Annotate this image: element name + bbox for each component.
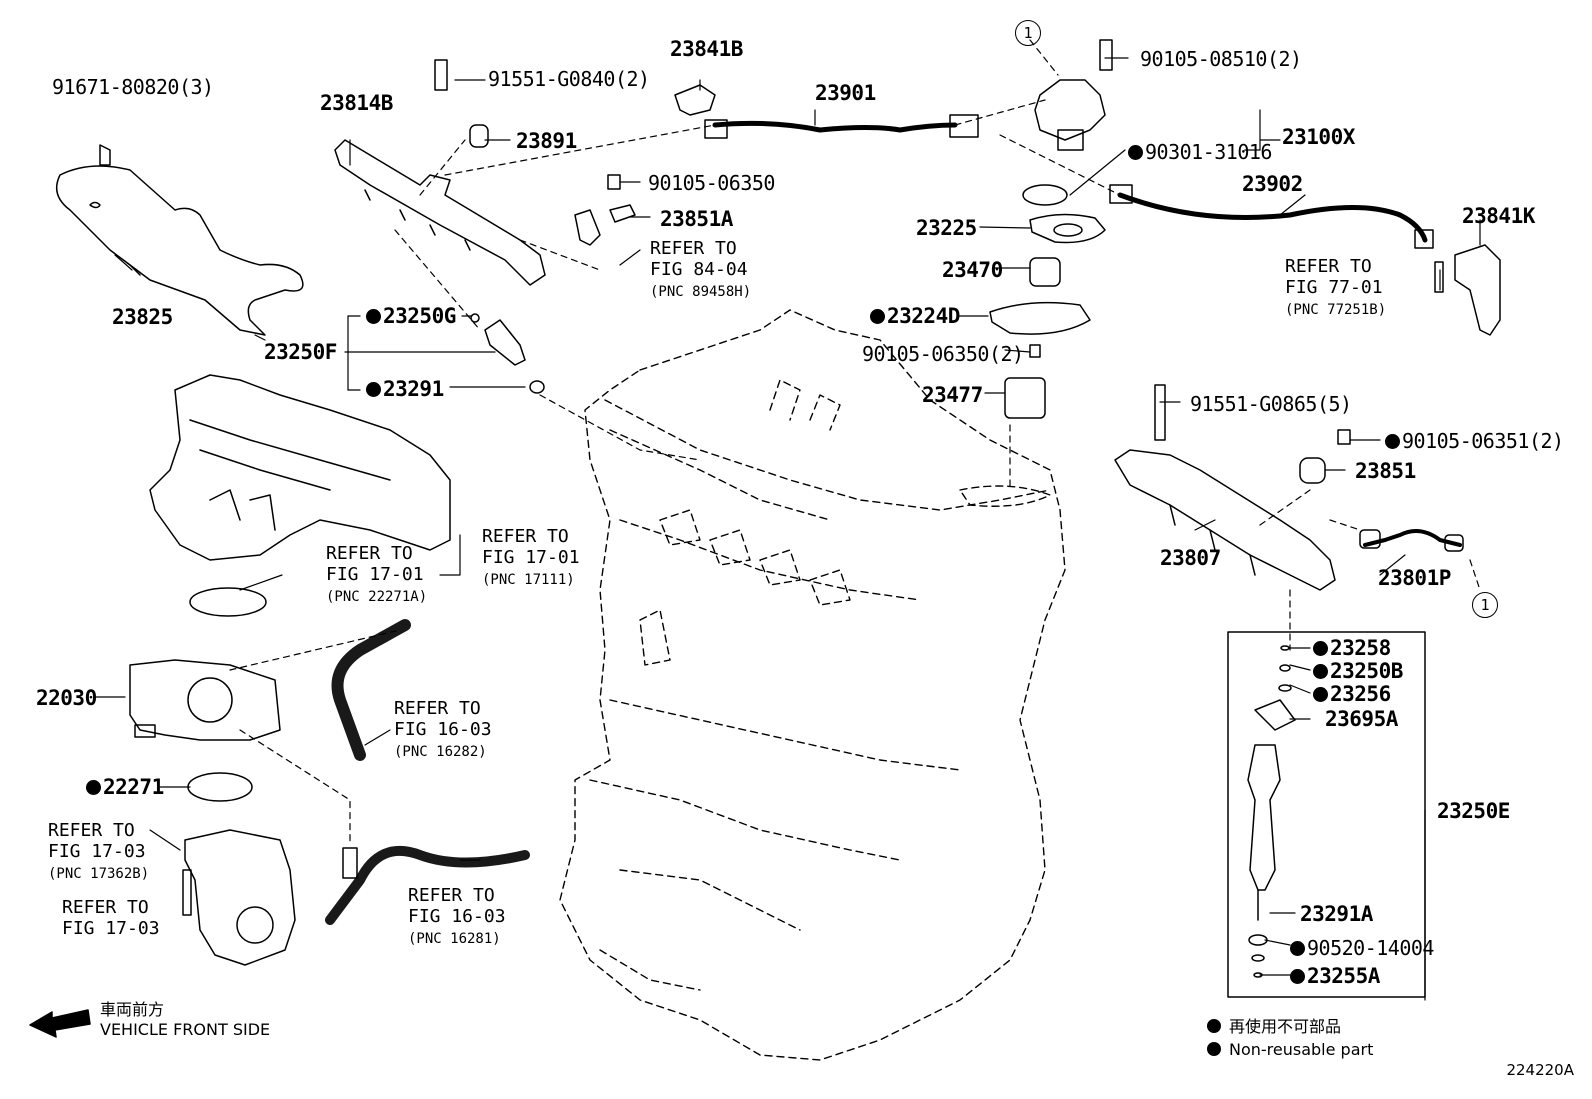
label-90105-06350[interactable]: 90105-06350 bbox=[648, 171, 775, 195]
label-90105-06351[interactable]: 90105-06351(2) bbox=[1385, 430, 1564, 452]
label-23902[interactable]: 23902 bbox=[1242, 172, 1303, 196]
fuel-pipe-23902-part bbox=[1117, 192, 1428, 243]
figure-id: 224220A bbox=[1506, 1061, 1574, 1079]
refer-fig-77-01[interactable]: REFER TO FIG 77-01 (PNC 77251B) bbox=[1285, 256, 1387, 318]
gasket-ring-upper-part bbox=[189, 587, 267, 617]
front-arrow-icon bbox=[29, 1009, 91, 1038]
bracket-23841b-part bbox=[674, 84, 716, 116]
label-23224d[interactable]: 23224D bbox=[870, 305, 960, 327]
sensor-23851a-part bbox=[574, 209, 601, 246]
label-23100x[interactable]: 23100X bbox=[1282, 125, 1355, 149]
label-23250f[interactable]: 23250F bbox=[264, 340, 337, 364]
label-90520-14004[interactable]: 90520-14004 bbox=[1290, 937, 1434, 959]
label-23256[interactable]: 23256 bbox=[1313, 683, 1391, 705]
injector-23250e-part bbox=[1247, 645, 1296, 978]
fuel-pipe-23801p-part bbox=[1363, 529, 1462, 547]
label-91551-g0865[interactable]: 91551-G0865(5) bbox=[1190, 392, 1352, 416]
label-23250g[interactable]: 23250G bbox=[366, 305, 456, 327]
label-22271[interactable]: 22271 bbox=[86, 776, 164, 798]
fuel-pump-part bbox=[1034, 79, 1106, 141]
label-90105-06350-2[interactable]: 90105-06350(2) bbox=[862, 342, 1024, 366]
engine-cover-part bbox=[55, 165, 304, 336]
throttle-spacer-part bbox=[184, 829, 296, 966]
throttle-body-part bbox=[129, 659, 281, 741]
label-23250e[interactable]: 23250E bbox=[1437, 799, 1510, 823]
label-23841b[interactable]: 23841B bbox=[670, 37, 743, 61]
label-90105-08510[interactable]: 90105-08510(2) bbox=[1140, 47, 1302, 71]
housing-23477-part bbox=[1004, 377, 1046, 419]
label-23901[interactable]: 23901 bbox=[815, 81, 876, 105]
label-23801p[interactable]: 23801P bbox=[1378, 566, 1451, 590]
gasket-23224d-part bbox=[989, 301, 1091, 335]
label-23825[interactable]: 23825 bbox=[112, 305, 173, 329]
label-23258[interactable]: 23258 bbox=[1313, 637, 1391, 659]
fuel-rail-right-part bbox=[1114, 449, 1336, 591]
refer-fig-17-01-gasket[interactable]: REFER TO FIG 17-01 (PNC 22271A) bbox=[326, 543, 428, 605]
non-reusable-dot-icon bbox=[1207, 1019, 1221, 1033]
injector-23250f-part bbox=[484, 319, 526, 366]
legend-jp: 再使用不可部品 bbox=[1207, 1013, 1341, 1037]
callout-1-top: 1 bbox=[1015, 20, 1041, 46]
vehicle-front-side: 車両前方 VEHICLE FRONT SIDE bbox=[100, 1000, 270, 1040]
label-23255a[interactable]: 23255A bbox=[1290, 965, 1380, 987]
label-23291[interactable]: 23291 bbox=[366, 378, 444, 400]
vehicle-front-en: VEHICLE FRONT SIDE bbox=[100, 1020, 271, 1039]
refer-fig-17-03-bolt[interactable]: REFER TO FIG 17-03 bbox=[62, 897, 160, 939]
label-23291a[interactable]: 23291A bbox=[1300, 902, 1373, 926]
label-23891[interactable]: 23891 bbox=[516, 129, 577, 153]
legend-en: Non-reusable part bbox=[1207, 1040, 1373, 1059]
callout-1-right: 1 bbox=[1472, 592, 1498, 618]
solid-leaders bbox=[94, 57, 1481, 1001]
refer-fig-84-04[interactable]: REFER TO FIG 84-04 (PNC 89458H) bbox=[650, 238, 752, 300]
label-22030[interactable]: 22030 bbox=[36, 686, 97, 710]
label-23807[interactable]: 23807 bbox=[1160, 546, 1221, 570]
vehicle-front-jp: 車両前方 bbox=[100, 1000, 165, 1019]
bracket-23841k-part bbox=[1454, 244, 1501, 336]
hose-lower-part bbox=[325, 846, 530, 925]
label-90301-31016[interactable]: 90301-31016 bbox=[1128, 141, 1272, 163]
lifter-23470-part bbox=[1029, 257, 1061, 287]
damper-23851-part bbox=[1299, 457, 1326, 484]
refer-fig-17-01-manifold[interactable]: REFER TO FIG 17-01 (PNC 17111) bbox=[482, 526, 580, 588]
engine-block-outline bbox=[559, 309, 1066, 1061]
fuel-rail-left-part bbox=[334, 139, 546, 286]
fuel-pipe-23901-part bbox=[712, 120, 958, 133]
injector-kit-frame bbox=[1227, 631, 1426, 998]
refer-fig-16-03-upper[interactable]: REFER TO FIG 16-03 (PNC 16282) bbox=[394, 698, 492, 760]
non-reusable-dot-icon bbox=[1207, 1042, 1221, 1056]
label-23841k[interactable]: 23841K bbox=[1462, 204, 1535, 228]
refer-fig-16-03-lower[interactable]: REFER TO FIG 16-03 (PNC 16281) bbox=[408, 885, 506, 947]
gasket-23225-part bbox=[1029, 213, 1106, 244]
gasket-22271-part bbox=[187, 772, 253, 802]
label-91551-g0840[interactable]: 91551-G0840(2) bbox=[488, 67, 650, 91]
label-23250b[interactable]: 23250B bbox=[1313, 660, 1403, 682]
intake-manifold-part bbox=[149, 374, 451, 561]
label-23470[interactable]: 23470 bbox=[942, 258, 1003, 282]
hose-upper-part bbox=[331, 619, 411, 761]
label-23695a[interactable]: 23695A bbox=[1325, 707, 1398, 731]
label-91671-80820[interactable]: 91671-80820(3) bbox=[52, 75, 214, 99]
label-23851[interactable]: 23851 bbox=[1355, 459, 1416, 483]
label-23814b[interactable]: 23814B bbox=[320, 91, 393, 115]
label-23225[interactable]: 23225 bbox=[916, 216, 977, 240]
label-23477[interactable]: 23477 bbox=[922, 383, 983, 407]
refer-fig-17-03-spacer[interactable]: REFER TO FIG 17-03 (PNC 17362B) bbox=[48, 820, 150, 882]
label-23851a[interactable]: 23851A bbox=[660, 207, 733, 231]
